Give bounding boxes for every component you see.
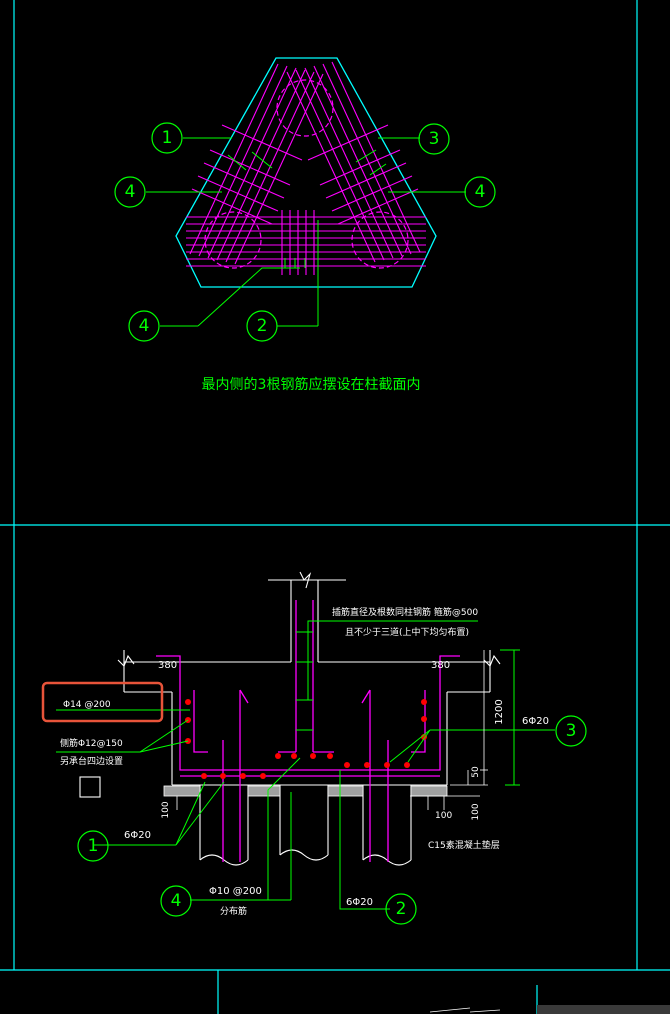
- plan-callout-4-left: 4: [114, 176, 146, 208]
- plan-callout-4-right: 4: [464, 176, 496, 208]
- column-stirrups: [296, 631, 313, 731]
- plan-callout-3: 3: [418, 123, 450, 155]
- section-callout-4: 4: [160, 885, 192, 917]
- svg-text:4: 4: [475, 182, 486, 202]
- svg-text:4: 4: [125, 182, 136, 202]
- side-bar-label-1: 侧筋Φ12@150: [60, 737, 123, 749]
- bottom-rebar-band: [186, 210, 426, 275]
- section-leaders: [56, 620, 555, 910]
- dim-right-width: 380: [431, 660, 450, 671]
- svg-text:2: 2: [257, 316, 268, 336]
- highlighted-rebar-label: Φ14 @200: [63, 700, 111, 710]
- svg-text:4: 4: [139, 316, 150, 336]
- top-note-line2: 且不少于三道(上中下均匀布置): [345, 626, 469, 638]
- svg-text:2: 2: [396, 899, 407, 919]
- left-rebar-band: [189, 63, 324, 265]
- pile-cap-section: 插筋直径及根数同柱钢筋 箍筋@500 且不少于三道(上中下均匀布置) 380 3…: [41, 571, 587, 925]
- highlight-box: [41, 681, 164, 723]
- right-rebar-label: 6Φ20: [522, 716, 549, 727]
- pile-cap-plan: 1 3 4 4 4 2 最内侧的3根钢筋应摆设在柱截面内: [114, 57, 496, 393]
- section-callout-2: 2: [385, 893, 417, 925]
- dim-height: 1200: [494, 699, 505, 724]
- plan-leaders: [146, 137, 466, 327]
- rebar-dots: [185, 699, 427, 779]
- plan-callout-1: 1: [151, 122, 183, 154]
- small-square-symbol: [79, 776, 101, 798]
- svg-text:4: 4: [171, 891, 182, 911]
- svg-text:1: 1: [88, 836, 99, 856]
- dim-100-right-a: 100: [435, 811, 452, 821]
- section-callout-1: 1: [77, 830, 109, 862]
- left-rebar-label: 6Φ20: [124, 830, 151, 841]
- dim-left-width: 380: [158, 660, 177, 671]
- plan-callout-2: 2: [246, 310, 278, 342]
- bottom-edge-partial: [429, 1005, 670, 1014]
- cushion-note: C15素混凝土垫层: [428, 839, 500, 851]
- dim-100-right-b: 100: [471, 803, 481, 820]
- svg-text:1: 1: [162, 128, 173, 148]
- cap-outline: [117, 650, 501, 786]
- section-dimensions: [176, 650, 488, 810]
- dist-bar-label-1: Φ10 @200: [209, 886, 262, 897]
- dist-bar-label-2: 分布筋: [220, 905, 247, 917]
- plan-note: 最内侧的3根钢筋应摆设在柱截面内: [202, 376, 421, 393]
- top-note-line1: 插筋直径及根数同柱钢筋 箍筋@500: [332, 606, 478, 618]
- plan-callout-4-bottom: 4: [128, 310, 160, 342]
- side-bar-label-2: 另承台四边设置: [60, 755, 123, 767]
- dim-100-left: 100: [161, 801, 171, 818]
- svg-text:3: 3: [566, 721, 577, 741]
- right-rebar-band: [286, 61, 421, 263]
- svg-text:3: 3: [429, 129, 440, 149]
- pile-cap-outline: [175, 57, 437, 288]
- bottom-rebar-label: 6Φ20: [346, 897, 373, 908]
- piles: [199, 785, 412, 866]
- cushion-layer: [163, 785, 448, 797]
- section-callout-3: 3: [555, 715, 587, 747]
- dim-50: 50: [471, 766, 481, 778]
